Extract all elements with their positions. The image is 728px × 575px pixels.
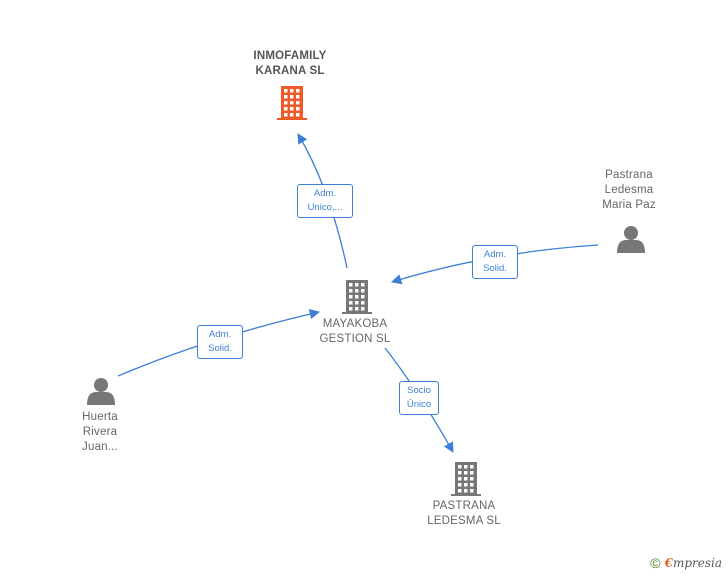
edge-label[interactable]: Adm. Unico,... bbox=[297, 184, 353, 218]
person-icon[interactable] bbox=[617, 226, 645, 253]
edge-label[interactable]: Adm. Solid. bbox=[197, 325, 243, 359]
watermark: © €mpresia bbox=[650, 555, 722, 571]
brand-logo: €mpresia bbox=[664, 556, 722, 570]
building-icon[interactable] bbox=[277, 86, 307, 120]
node-label-pastrana_sl[interactable]: PASTRANA LEDESMA SL bbox=[427, 500, 501, 527]
person-icon[interactable] bbox=[87, 378, 115, 405]
building-icon[interactable] bbox=[342, 280, 372, 314]
node-label-pastrana_person[interactable]: Pastrana Ledesma Maria Paz bbox=[602, 168, 656, 211]
edge-label[interactable]: Socio Único bbox=[399, 381, 439, 415]
node-label-inmofamily[interactable]: INMOFAMILY KARANA SL bbox=[253, 50, 327, 77]
node-label-huerta[interactable]: Huerta Rivera Juan... bbox=[82, 410, 118, 453]
node-label-mayakoba[interactable]: MAYAKOBA GESTION SL bbox=[319, 318, 391, 345]
copyright-icon: © bbox=[650, 555, 661, 571]
edge-label[interactable]: Adm. Solid. bbox=[472, 245, 518, 279]
building-icon[interactable] bbox=[451, 462, 481, 496]
